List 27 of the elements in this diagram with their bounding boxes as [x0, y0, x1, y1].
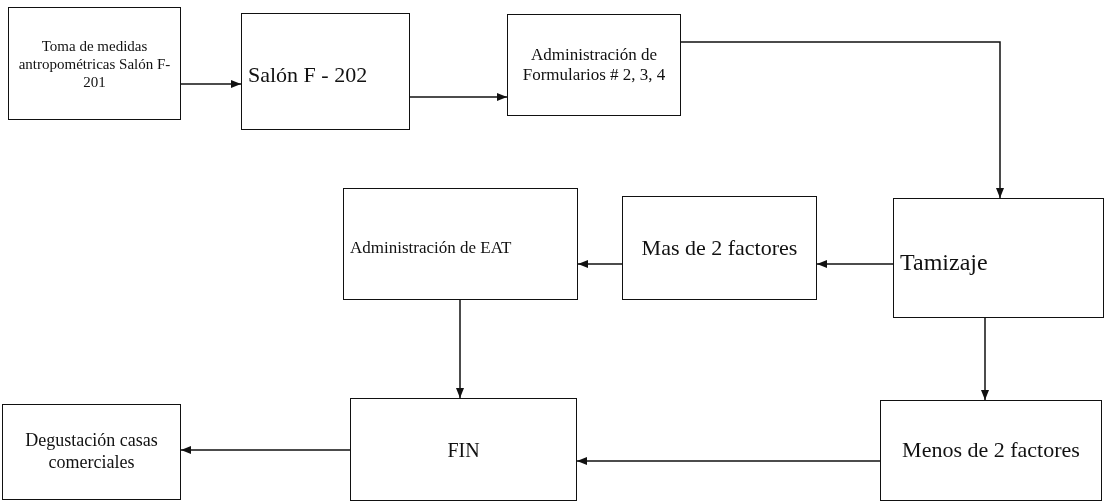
- process-box: [622, 196, 817, 300]
- arrow: [180, 446, 351, 454]
- process-box: [880, 400, 1102, 501]
- process-box: [507, 14, 681, 116]
- arrow: [577, 260, 623, 268]
- arrow: [680, 41, 1004, 199]
- arrow: [816, 260, 894, 268]
- arrow: [576, 457, 881, 465]
- node-label: Degustación casas comerciales: [24, 429, 159, 474]
- arrow: [456, 299, 464, 399]
- arrow: [180, 80, 242, 88]
- node-label: Salón F - 202: [247, 61, 369, 90]
- node-label: Administración de Formularios # 2, 3, 4: [521, 43, 667, 86]
- process-box: [343, 188, 578, 300]
- node-label: Mas de 2 factores: [640, 233, 799, 262]
- node-label: Tamizaje: [899, 247, 989, 277]
- process-box: [8, 7, 181, 120]
- process-box: [350, 398, 577, 501]
- process-box: [241, 13, 410, 130]
- arrow: [981, 317, 989, 401]
- process-box: [2, 404, 181, 500]
- node-label: Administración de EAT: [349, 236, 513, 259]
- node-label: FIN: [446, 437, 481, 463]
- node-label: Toma de medidas antropométricas Salón F- 201: [17, 36, 172, 92]
- arrow: [409, 93, 508, 101]
- process-box: [893, 198, 1104, 318]
- node-label: Menos de 2 factores: [901, 436, 1081, 465]
